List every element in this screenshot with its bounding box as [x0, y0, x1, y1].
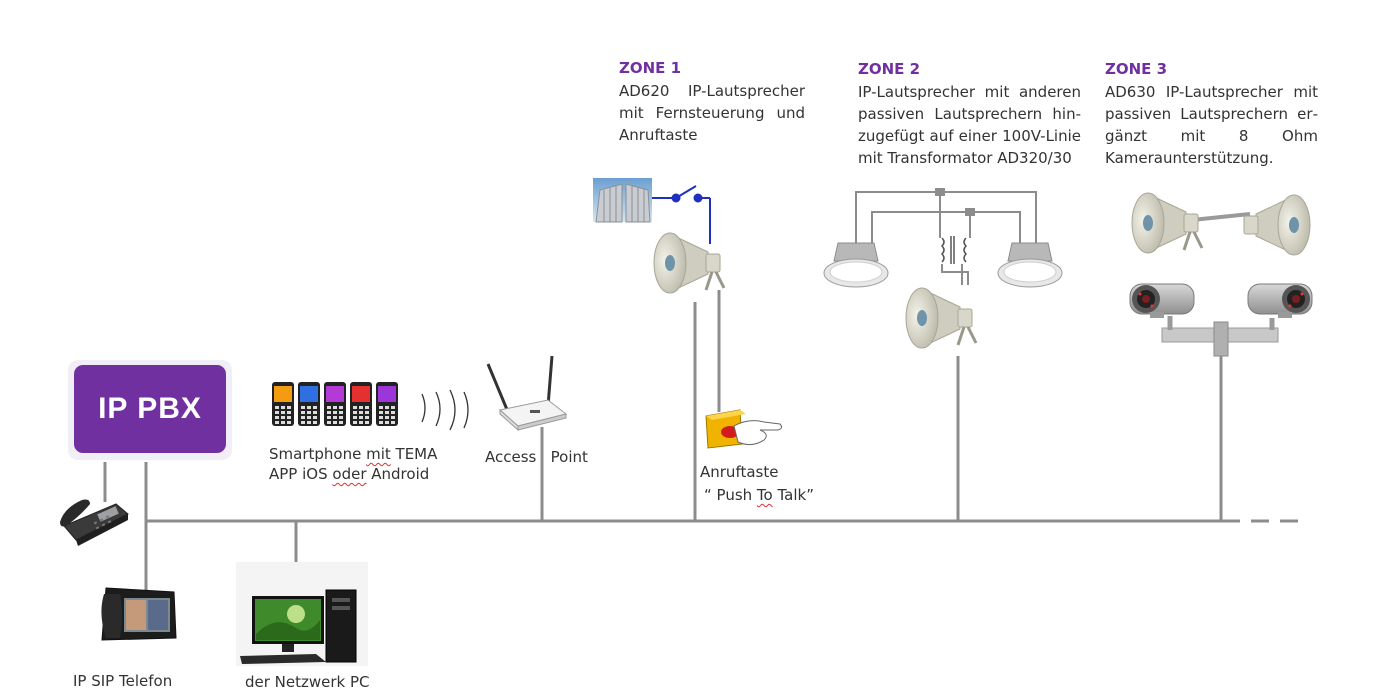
- push-to-talk-label: “ Push To Talk”: [704, 486, 814, 504]
- horn-speaker-icon: [904, 286, 978, 350]
- horn-speaker-icon: [1130, 191, 1204, 255]
- camera-icon: [1129, 283, 1195, 319]
- wifi-waves-icon: [421, 389, 469, 431]
- anruftaste-label: Anruftaste: [700, 463, 779, 481]
- desk-phone-icon: [60, 499, 129, 546]
- network-lines: [103, 290, 1308, 590]
- desktop-pc-icon: [236, 562, 368, 666]
- zone2-wiring: [855, 191, 1037, 285]
- push-button-icon: [705, 409, 783, 449]
- zone3-mount: [1161, 212, 1279, 357]
- ip-pbx: IP PBX: [68, 360, 232, 460]
- access-point-icon: [486, 355, 568, 432]
- ip-sip-telefon-label: IP SIP Telefon: [73, 672, 173, 690]
- horn-speaker-icon: [1243, 194, 1311, 256]
- ceiling-speaker-icon: [823, 242, 889, 288]
- horn-speaker-icon: [652, 231, 726, 295]
- smartphone-icon: [272, 382, 398, 426]
- zone1-description: AD620 IP-Lautsprecher mit Fernsteuerung …: [619, 82, 805, 144]
- gate-icon: [593, 178, 652, 223]
- transformer-icon: [935, 188, 975, 264]
- zone2-description: IP-Lautsprecher mit anderen passiven Lau…: [858, 83, 1081, 167]
- ceiling-speaker-icon: [997, 242, 1063, 288]
- zone3-title: ZONE 3: [1105, 60, 1168, 78]
- video-phone-icon: [101, 587, 177, 641]
- zone2-title: ZONE 2: [858, 60, 921, 78]
- smartphone-label: Smartphone mit TEMA APP iOS oder Android: [269, 445, 438, 483]
- access-point-label: Access Point: [485, 448, 588, 466]
- zone1-title: ZONE 1: [619, 59, 682, 77]
- ip-pbx-label: IP PBX: [74, 365, 226, 453]
- remote-switch-icon: [652, 185, 711, 244]
- zone3-description: AD630 IP-Lautsprecher mit passiven Lauts…: [1105, 83, 1318, 167]
- camera-icon: [1247, 283, 1313, 319]
- netzwerk-pc-label: der Netzwerk PC: [245, 673, 370, 691]
